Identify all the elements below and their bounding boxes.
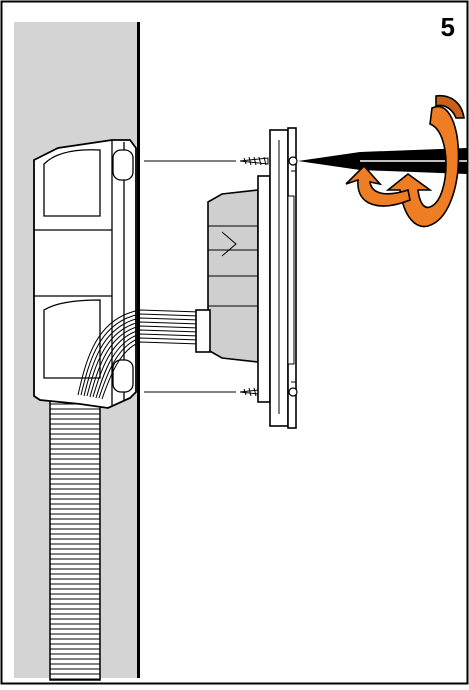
clockwise-rotation-arrow — [345, 94, 465, 228]
screwdriver — [298, 148, 467, 174]
corrugated-conduit — [49, 397, 101, 681]
step-number: 5 — [440, 12, 455, 42]
screw-bottom — [144, 387, 269, 397]
cable-bundle — [77, 309, 201, 400]
panel-module — [195, 127, 298, 429]
screw-top — [144, 156, 269, 166]
